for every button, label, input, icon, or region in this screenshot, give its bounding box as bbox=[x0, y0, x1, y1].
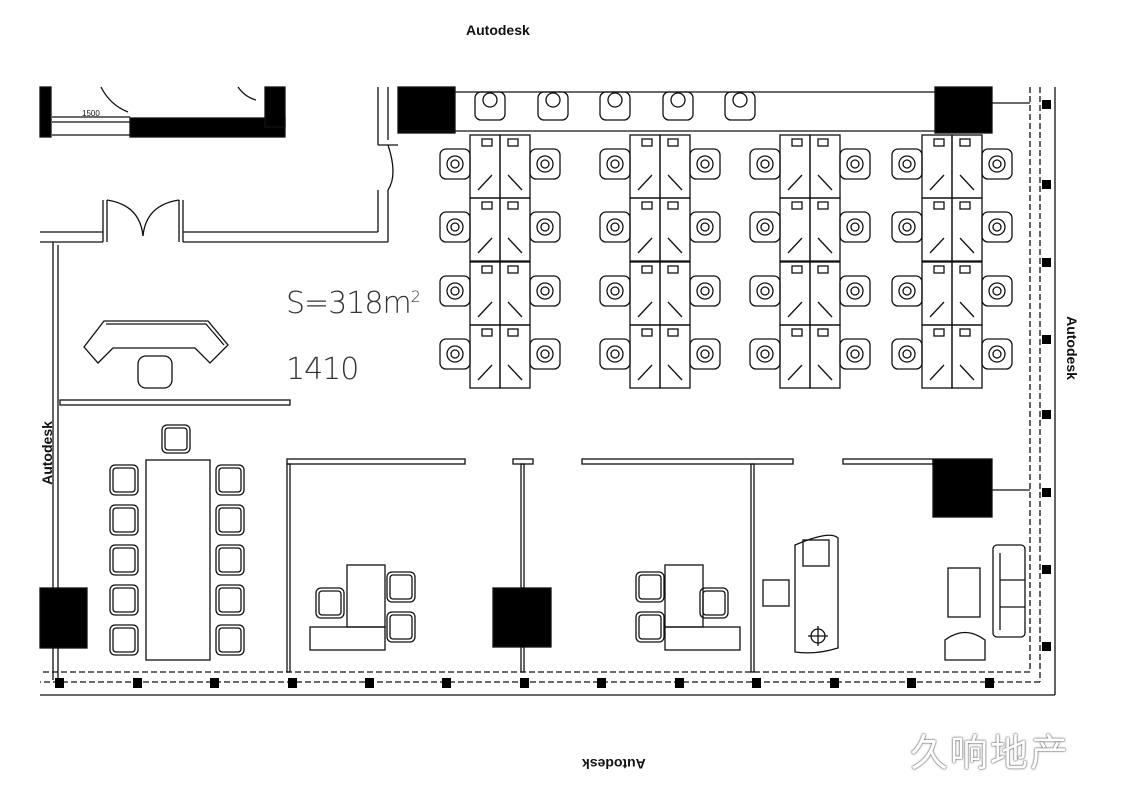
room-number: 1410 bbox=[286, 352, 359, 387]
column-marker bbox=[210, 678, 219, 688]
chair bbox=[109, 624, 139, 656]
conference-table bbox=[145, 459, 211, 661]
workstation-pair bbox=[599, 134, 721, 199]
chair bbox=[724, 91, 756, 121]
chair bbox=[635, 571, 665, 603]
workstation-pair bbox=[439, 261, 561, 326]
chair bbox=[161, 424, 191, 454]
workstation-pair bbox=[439, 134, 561, 199]
workstation-pair bbox=[599, 324, 721, 389]
column-marker bbox=[1042, 565, 1051, 574]
column-marker bbox=[520, 678, 529, 688]
column-marker bbox=[907, 678, 916, 688]
column-marker bbox=[1042, 335, 1051, 344]
structural-columns bbox=[39, 458, 993, 649]
wall-columns bbox=[55, 100, 1051, 688]
chair bbox=[662, 91, 694, 121]
workstation-pair bbox=[749, 197, 871, 262]
chair bbox=[215, 584, 245, 616]
chair bbox=[109, 544, 139, 576]
workstation-pair bbox=[891, 134, 1013, 199]
workstation-pair bbox=[439, 324, 561, 389]
workstation-pair bbox=[891, 261, 1013, 326]
chair bbox=[599, 91, 631, 121]
column-marker bbox=[133, 678, 142, 688]
column-marker bbox=[830, 678, 839, 688]
column-marker bbox=[752, 678, 761, 688]
chair bbox=[109, 504, 139, 536]
chair bbox=[474, 91, 506, 121]
chair bbox=[386, 571, 416, 603]
corridor-walls bbox=[40, 87, 398, 680]
workstation-pair bbox=[749, 324, 871, 389]
label-right: Autodesk bbox=[1063, 316, 1080, 380]
column-marker bbox=[597, 678, 606, 688]
column-marker bbox=[1042, 642, 1051, 651]
chairs bbox=[109, 91, 756, 656]
chair bbox=[109, 584, 139, 616]
chair bbox=[537, 91, 569, 121]
chair bbox=[635, 611, 665, 643]
column-marker bbox=[365, 678, 374, 688]
column-marker bbox=[1042, 100, 1051, 109]
label-top: Autodesk bbox=[466, 22, 530, 38]
area-value: S=318m bbox=[286, 286, 412, 321]
chair bbox=[315, 587, 345, 619]
label-left: Autodesk bbox=[38, 421, 55, 485]
right-wall bbox=[40, 87, 1056, 696]
workstations bbox=[439, 134, 1013, 389]
workstation-pair bbox=[599, 197, 721, 262]
workstation-pair bbox=[749, 261, 871, 326]
column-marker bbox=[442, 678, 451, 688]
workstation-pair bbox=[891, 324, 1013, 389]
chair bbox=[699, 587, 729, 619]
column-marker bbox=[985, 678, 994, 688]
workstation-pair bbox=[749, 134, 871, 199]
column-marker bbox=[55, 678, 64, 688]
area-label: S=318m2 bbox=[286, 286, 421, 321]
chair bbox=[109, 464, 139, 496]
office-furniture bbox=[309, 534, 1026, 661]
chair bbox=[215, 504, 245, 536]
watermark: 久响地产 bbox=[910, 731, 1071, 775]
workstation-pair bbox=[891, 197, 1013, 262]
office-partitions bbox=[286, 458, 934, 673]
area-unit-superscript: 2 bbox=[410, 287, 421, 306]
chair bbox=[215, 624, 245, 656]
column-marker bbox=[1042, 258, 1051, 267]
column-marker bbox=[1042, 488, 1051, 497]
top-left-room: 1500 bbox=[39, 86, 286, 138]
dimension-label: 1500 bbox=[82, 109, 100, 118]
column-marker bbox=[1042, 410, 1051, 419]
column-marker bbox=[288, 678, 297, 688]
workstation-pair bbox=[439, 197, 561, 262]
column-marker bbox=[675, 678, 684, 688]
chair bbox=[386, 611, 416, 643]
workstation-pair bbox=[599, 261, 721, 326]
label-bottom: Autodesk bbox=[582, 756, 646, 772]
top-wall bbox=[397, 86, 1030, 491]
chair bbox=[215, 464, 245, 496]
chair bbox=[215, 544, 245, 576]
column-marker bbox=[1042, 180, 1051, 189]
